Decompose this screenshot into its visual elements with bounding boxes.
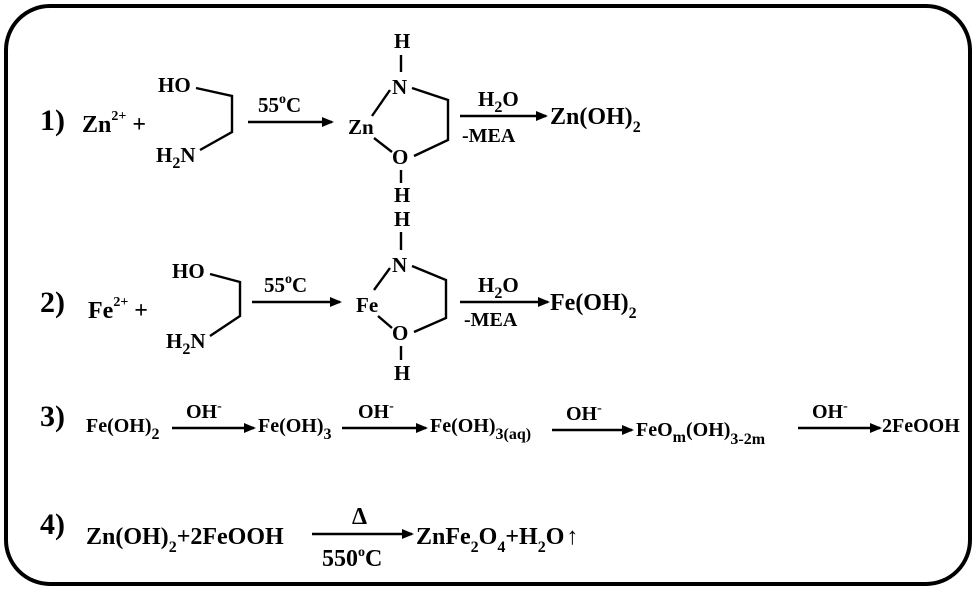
step-2-fe-complex: H N Fe O H [356, 207, 448, 385]
step-4-temperature: 550oC [322, 545, 382, 572]
step-4-reactants: Zn(OH)2+2FeOOH [86, 524, 284, 556]
species-fe-oh-3: Fe(OH)3 [258, 415, 332, 443]
complex-o: O [392, 145, 408, 169]
step-3: 3) Fe(OH)2 OH- Fe(OH)3 OH- Fe(OH)3(aq) O… [40, 399, 960, 448]
complex-metal: Zn [348, 115, 374, 139]
step-1-temperature: 55oC [258, 92, 301, 117]
hydroxyl-label: HO [158, 73, 191, 97]
complex-n: N [392, 75, 407, 99]
step-2-product: Fe(OH)2 [550, 290, 637, 322]
step-4: 4) Zn(OH)2+2FeOOH Δ 550oC ZnFe2O4+H2O↑ [40, 504, 578, 572]
ethanolamine-bonds [195, 86, 234, 152]
step-2-water: H2O [478, 273, 519, 302]
complex-h-bottom: H [394, 183, 410, 207]
hydroxyl-label: HO [172, 259, 205, 283]
complex-o: O [392, 321, 408, 345]
arrow-4-label: OH- [812, 399, 848, 423]
rounded-border-frame [4, 4, 972, 586]
amine-label: H2N [166, 329, 206, 358]
species-fe-oh-2: Fe(OH)2 [86, 415, 160, 443]
species-fe-oh-3-aq: Fe(OH)3(aq) [430, 415, 531, 443]
complex-n: N [392, 253, 407, 277]
step-1-water: H2O [478, 87, 519, 116]
arrow-1-label: OH- [186, 399, 222, 423]
step-1-metal-ion: Zn2++ [82, 109, 146, 138]
step-1-mea-loss: -MEA [462, 125, 516, 147]
step-1: 1) Zn2++ HO H2N 55oC H N Zn O H H2O -MEA… [40, 29, 641, 207]
step-2-temperature: 55oC [264, 272, 307, 297]
arrow-2-label: OH- [358, 399, 394, 423]
step-1-number: 1) [40, 104, 65, 137]
complex-h-top: H [394, 207, 410, 231]
step-2-number: 2) [40, 286, 65, 319]
step-1-product: Zn(OH)2 [550, 104, 641, 136]
gas-evolution-arrow-icon: ↑ [566, 524, 578, 550]
step-1-zn-complex: H N Zn O H [348, 29, 450, 207]
step-2-mea-loss: -MEA [464, 309, 518, 331]
heat-symbol: Δ [352, 504, 367, 530]
step-4-products: ZnFe2O4+H2O↑ [416, 524, 578, 556]
step-2: 2) Fe2++ HO H2N 55oC H N Fe O H H2O -MEA… [40, 207, 637, 385]
step-1-ethanolamine: HO H2N [156, 73, 234, 172]
step-4-number: 4) [40, 508, 65, 541]
species-feom-oh: FeOm(OH)3-2m [636, 419, 766, 448]
amine-label: H2N [156, 143, 196, 172]
complex-metal: Fe [356, 293, 378, 317]
complex-h-top: H [394, 29, 410, 53]
arrow-3-label: OH- [566, 401, 602, 425]
complex-h-bottom: H [394, 361, 410, 385]
species-feooh: 2FeOOH [882, 415, 960, 437]
step-2-ethanolamine: HO H2N [166, 259, 242, 358]
step-3-number: 3) [40, 400, 65, 433]
ethanolamine-bonds [209, 272, 242, 337]
step-2-metal-ion: Fe2++ [88, 295, 148, 324]
